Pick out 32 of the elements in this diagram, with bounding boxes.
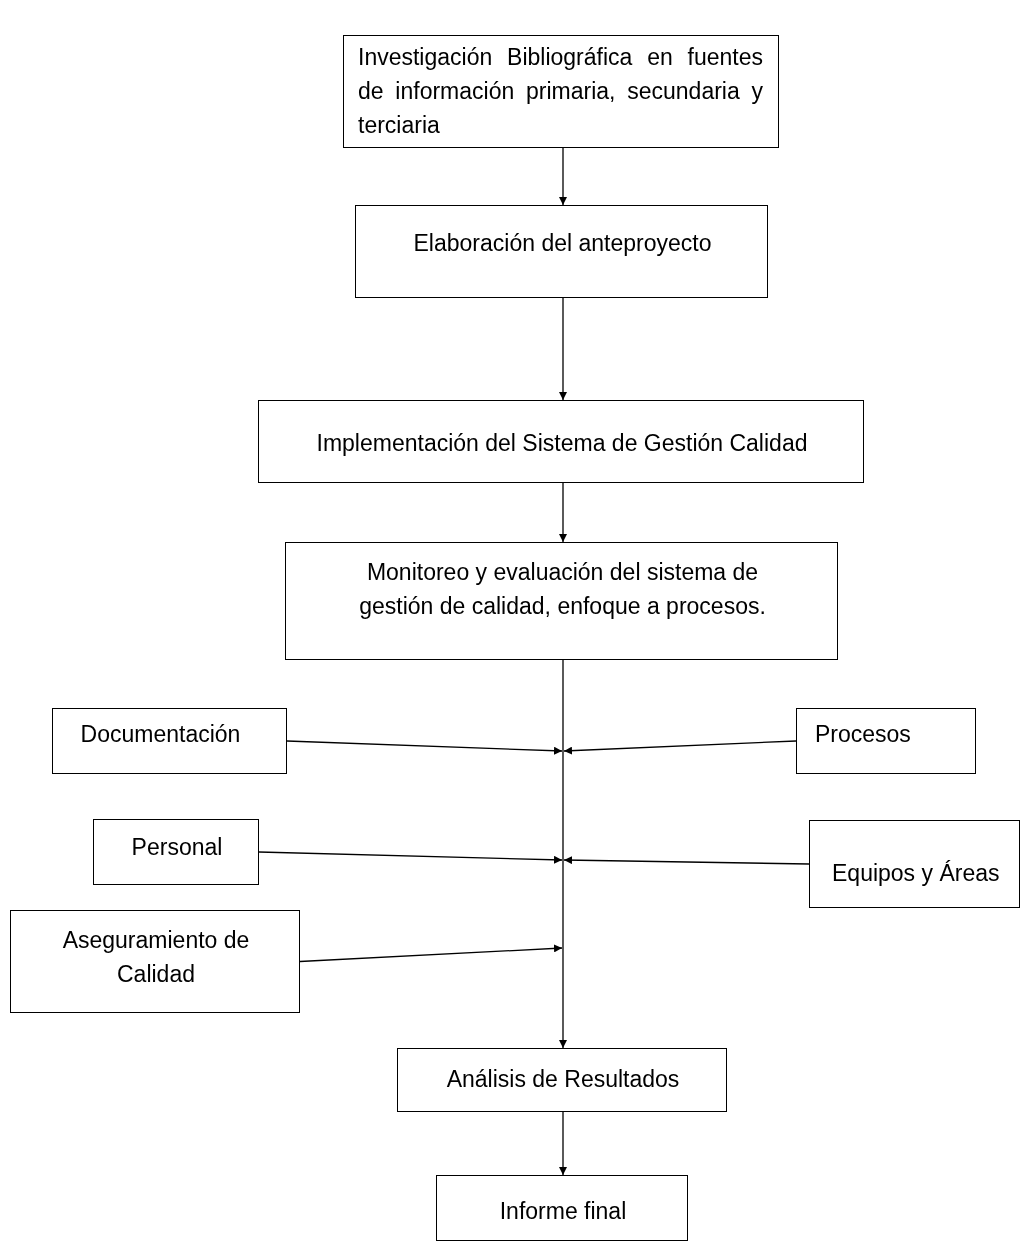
arrow [559,297,567,401]
box-label: Documentación [79,720,242,749]
process-box [343,35,779,148]
arrow [559,147,567,206]
box-label: Equipos y Áreas [832,859,1001,888]
box-label: Análisis de Resultados [445,1065,681,1094]
arrow [563,740,797,755]
process-box [258,400,864,483]
arrow [559,482,567,543]
arrow [286,740,563,755]
process-box [397,1048,727,1112]
process-box [796,708,976,774]
process-box [52,708,287,774]
box-label: Aseguramiento de Calidad [61,926,251,989]
process-box [285,542,838,660]
box-label: Investigación Bibliográfica en fuentes de información primaria, secundaria y terciaria [358,43,763,140]
arrow [559,1111,567,1176]
arrow [299,944,563,963]
box-label: Monitoreo y evaluación del sistema de gestión de calidad, enfoque a procesos. [358,558,767,621]
box-label: Informe final [498,1197,628,1226]
box-label: Personal [130,833,224,862]
process-box [436,1175,688,1241]
process-box [809,820,1020,908]
box-label: Implementación del Sistema de Gestión Calidad [315,429,809,458]
box-label: Procesos [815,720,912,749]
arrow [258,851,563,864]
box-label: Elaboración del anteproyecto [412,229,713,258]
process-box [355,205,768,298]
process-box [93,819,259,885]
arrow [563,856,810,865]
arrow [559,659,567,1049]
process-box [10,910,300,1013]
